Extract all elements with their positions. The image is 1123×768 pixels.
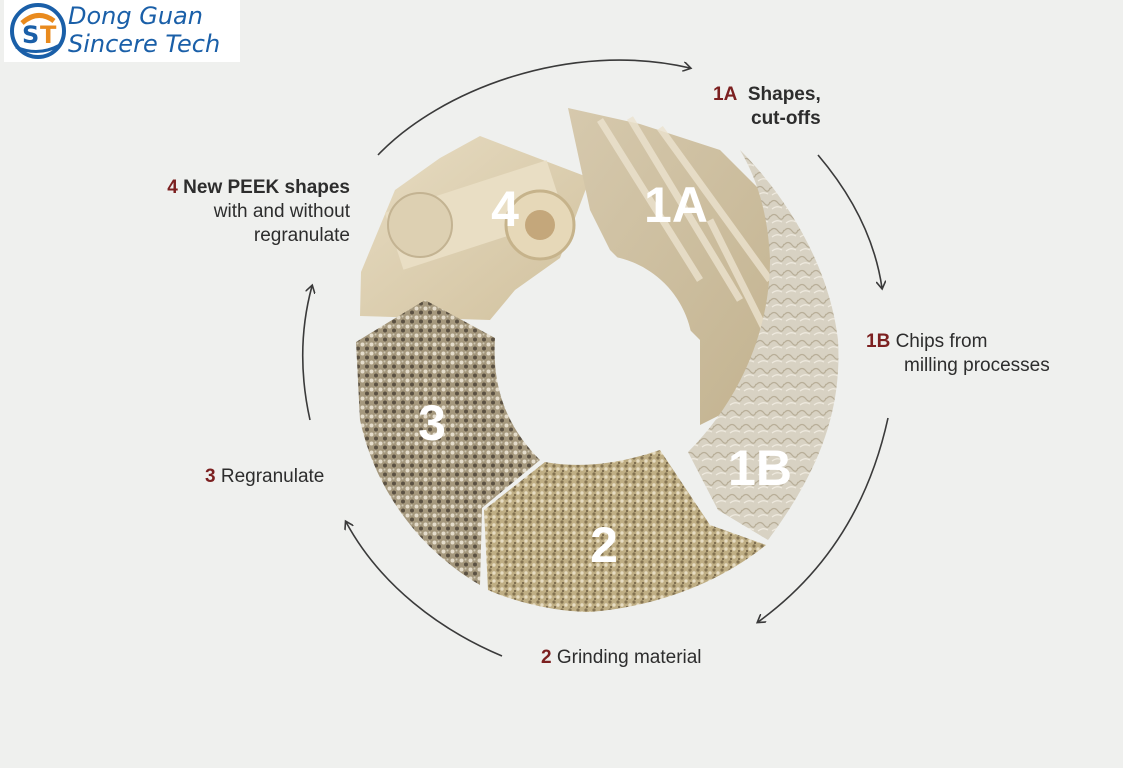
label-2-text: Grinding material	[556, 647, 702, 668]
label-4-line3: regranulate	[253, 225, 350, 246]
segment-1b-number: 1B	[728, 440, 792, 496]
label-1b-line2: milling processes	[904, 355, 1050, 376]
segment-4-number: 4	[491, 181, 519, 237]
segment-2: 2	[484, 450, 766, 612]
segment-4: 4	[360, 136, 590, 320]
company-logo: S T Dong Guan Sincere Tech	[4, 0, 240, 62]
svg-text:T: T	[40, 21, 57, 49]
logo-line-1: Dong Guan	[68, 2, 203, 30]
label-2: 2 Grinding material	[541, 646, 702, 670]
logo-line-2: Sincere Tech	[68, 30, 221, 58]
label-3: 3 Regranulate	[205, 465, 324, 489]
label-4-line2: with and without	[213, 201, 350, 222]
label-4: 4 New PEEK shapes with and without regra…	[124, 176, 350, 248]
label-4-number: 4	[167, 177, 178, 198]
segment-1a: 1A	[568, 108, 790, 425]
st-logo-icon: S T	[10, 3, 66, 59]
center-hole	[499, 255, 693, 449]
label-2-number: 2	[541, 647, 552, 668]
label-1b-number: 1B	[866, 331, 891, 352]
label-3-number: 3	[205, 466, 216, 487]
arrow-1b-to-2	[758, 417, 889, 622]
arrow-4-to-1a	[377, 59, 690, 156]
cycle-arrows	[301, 59, 889, 657]
label-1a-line1: Shapes,	[747, 84, 821, 105]
segment-3-number: 3	[418, 395, 446, 451]
segment-2-number: 2	[590, 517, 618, 573]
label-4-line1: New PEEK shapes	[183, 177, 350, 198]
segment-3: 3	[356, 300, 540, 585]
label-1b: 1B Chips from milling processes	[866, 330, 1050, 378]
segment-1a-number: 1A	[644, 177, 708, 233]
label-1a-line2: cut-offs	[751, 108, 821, 129]
segment-1b: 1B	[688, 150, 839, 540]
arrow-2-to-3	[346, 522, 503, 657]
label-1a-number: 1A	[713, 84, 738, 105]
label-1a: 1A Shapes, cut-offs	[713, 83, 821, 131]
label-3-text: Regranulate	[220, 466, 325, 487]
arrow-3-to-4	[301, 286, 312, 421]
svg-text:S: S	[22, 21, 39, 49]
label-1b-line1: Chips from	[895, 331, 988, 352]
arrow-1a-to-1b	[817, 154, 882, 288]
